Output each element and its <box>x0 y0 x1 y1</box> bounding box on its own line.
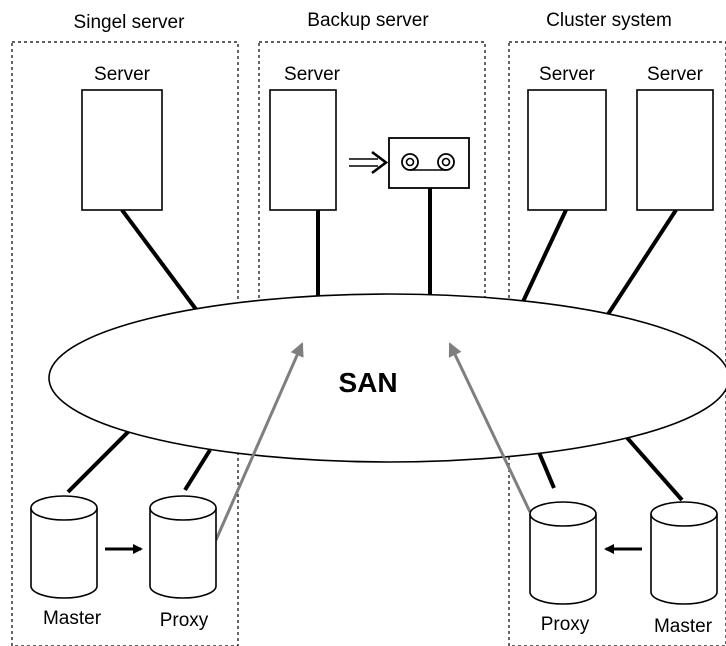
cluster-server-b <box>636 89 714 211</box>
single-proxy-disk <box>149 495 217 599</box>
san-label: SAN <box>338 367 397 398</box>
cluster-server-a-link <box>518 209 568 309</box>
single-proxy-label: Proxy <box>160 610 209 631</box>
cluster-server-a <box>527 89 607 211</box>
single-server <box>81 89 163 211</box>
single-server-label: Server <box>94 64 151 85</box>
single-master-disk <box>30 495 98 599</box>
single-proxy-backup-arrow <box>214 342 304 541</box>
cluster-proxy-link <box>536 449 556 489</box>
single-master-link <box>66 428 132 494</box>
cluster-server-b-link <box>601 208 678 324</box>
backup-server-title: Backup server <box>307 10 429 31</box>
cluster-server-b-label: Server <box>647 64 704 85</box>
cluster-proxy-disk <box>529 501 597 605</box>
backup-server-label: Server <box>284 64 341 85</box>
cluster-master-link <box>620 430 684 502</box>
tape-drive-icon <box>388 137 470 189</box>
cluster-master-label: Master <box>654 616 713 637</box>
single-server-link <box>120 208 200 314</box>
cluster-master-disk <box>650 501 718 605</box>
backup-server <box>269 89 337 211</box>
cluster-proxy-label: Proxy <box>541 614 590 635</box>
san-network <box>48 293 726 463</box>
single-master-label: Master <box>43 608 102 629</box>
cluster-system-title: Cluster system <box>546 10 672 31</box>
single-proxy-link <box>183 448 212 492</box>
single-server-title: Singel server <box>74 12 186 33</box>
cluster-proxy-backup-arrow <box>448 342 532 513</box>
cluster-server-a-label: Server <box>539 64 596 85</box>
backup-double-arrow <box>349 150 389 175</box>
